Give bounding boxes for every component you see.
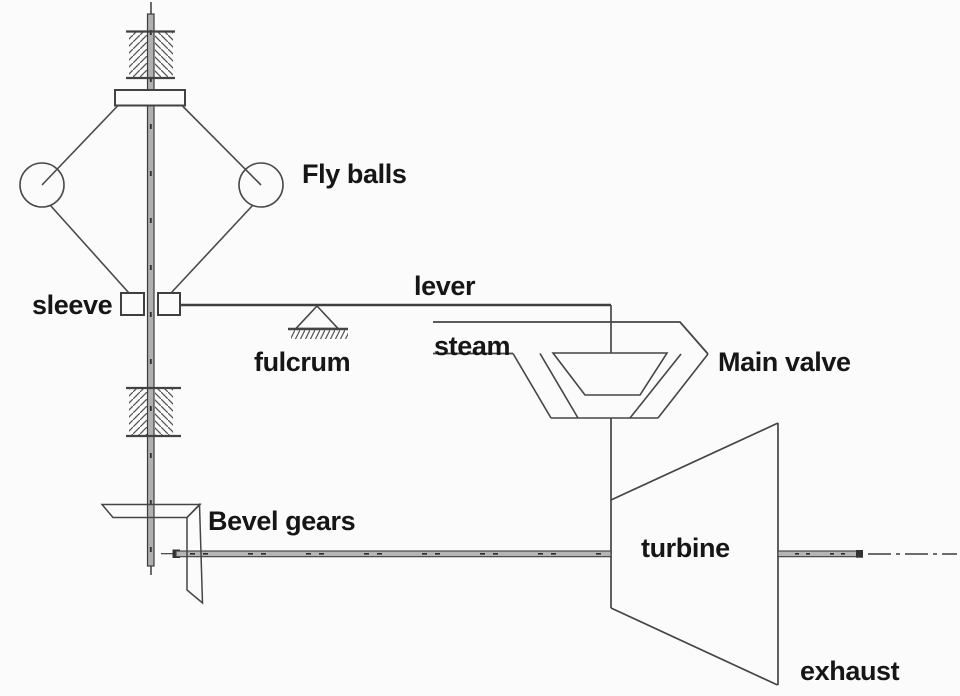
label-exhaust: exhaust [800,656,900,686]
sleeve-blocks [120,292,181,316]
drive-shaft-left [161,549,612,558]
label-main-valve: Main valve [718,347,851,377]
lever-linkage [180,303,612,353]
bevel-gear-pair [100,502,204,605]
label-steam: steam [434,331,511,361]
bevel-gear-vertical [186,502,204,605]
top-bearing [126,30,175,80]
label-sleeve: sleeve [32,290,113,320]
label-bevel-gears: Bevel gears [208,506,356,536]
top-collar [114,89,186,107]
label-turbine: turbine [641,533,730,563]
label-fulcrum: fulcrum [254,347,351,377]
lower-arm-left [49,204,130,294]
upper-arm-right [181,104,262,186]
upper-arm-left [41,104,119,186]
drive-shaft-right [777,550,957,558]
label-fly-balls: Fly balls [302,159,407,189]
fulcrum-support [288,304,348,339]
lower-bearing [126,386,181,438]
steam-pipe [433,321,709,355]
main-valve-body [512,352,709,419]
label-lever: lever [414,271,476,301]
governor-shaft [146,2,155,575]
fly-balls [19,104,284,294]
lower-arm-right [170,204,254,294]
valve-plug [551,352,669,396]
